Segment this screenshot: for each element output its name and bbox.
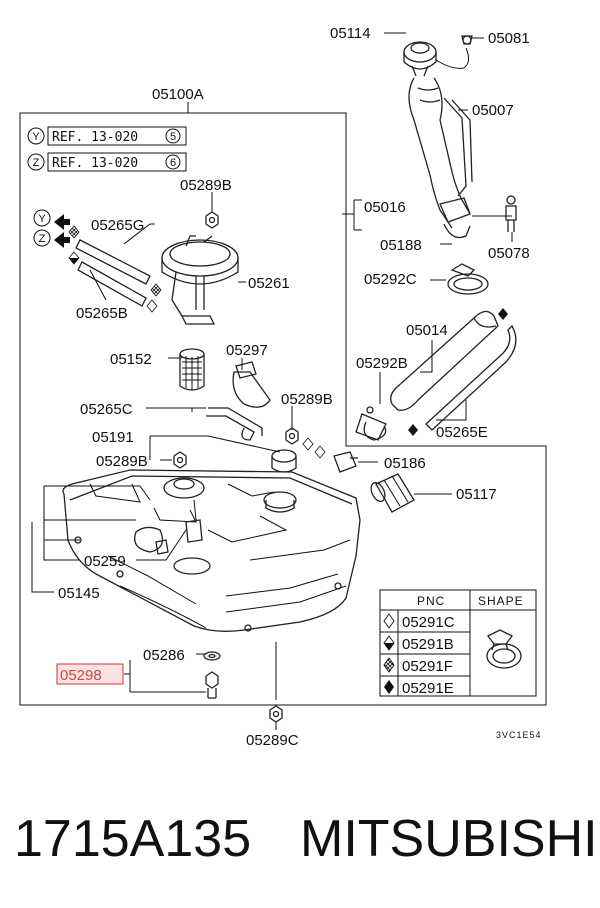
label-05265e: 05265E [436, 424, 488, 441]
filler-hose-05014-part[interactable] [390, 310, 499, 411]
bolt-05289b-mid-part[interactable] [285, 427, 299, 445]
svg-text:REF. 13-020: REF. 13-020 [52, 130, 138, 145]
label-05298: 05298 [60, 667, 102, 684]
label-05117: 05117 [456, 486, 497, 503]
label-05188: 05188 [380, 237, 422, 254]
washer-05286-part[interactable] [203, 651, 221, 661]
legend-pnc-4: 05291E [402, 680, 454, 697]
label-05286: 05286 [143, 647, 185, 664]
label-05186: 05186 [384, 455, 426, 472]
label-05152: 05152 [110, 351, 152, 368]
vapor-hose-05265g-part[interactable] [75, 239, 151, 285]
label-05145: 05145 [58, 585, 100, 602]
bolt-05078-part[interactable] [505, 195, 517, 232]
label-05259: 05259 [84, 553, 126, 570]
label-05292b: 05292B [356, 355, 408, 372]
label-05297: 05297 [226, 342, 268, 359]
diamond-half-icon [302, 437, 314, 451]
ref-z-row: Z REF. 13-020 6 [27, 152, 187, 172]
legend-pnc-1: 05291C [402, 614, 455, 631]
legend-header-shape: SHAPE [478, 594, 524, 608]
diagram-frame [19, 112, 547, 706]
label-05114: 05114 [330, 25, 371, 42]
clamp-05292b-part[interactable] [355, 406, 387, 441]
label-05261: 05261 [248, 275, 290, 292]
legend-table: PNC SHAPE 05291C 05291B 05291F 05291E [379, 589, 537, 697]
hose-arrow-marks: Y Z [33, 209, 80, 265]
label-05100a: 05100A [152, 86, 204, 103]
label-05292c: 05292C [364, 271, 417, 288]
label-05265g: 05265G [91, 217, 144, 234]
svg-text:6: 6 [170, 157, 176, 169]
svg-text:Z: Z [39, 233, 46, 245]
diamond-half-icon [146, 299, 158, 313]
vapor-hose-05265c-part[interactable] [206, 407, 263, 441]
legend-pnc-2: 05291B [402, 636, 454, 653]
label-05078: 05078 [488, 245, 530, 262]
label-05014: 05014 [406, 322, 448, 339]
fuel-tank-part[interactable] [62, 469, 361, 632]
svg-text:REF. 13-020: REF. 13-020 [52, 156, 138, 171]
bolt-05289c-part[interactable] [269, 705, 283, 723]
legend-header-pnc: PNC [417, 594, 445, 608]
label-05016: 05016 [364, 199, 406, 216]
label-05265c: 05265C [80, 401, 133, 418]
part-labels: 05114 05081 05100A 05007 05289B 05016 05… [58, 25, 542, 749]
svg-text:5: 5 [170, 131, 176, 143]
svg-text:Y: Y [38, 213, 46, 225]
bolt-05289b-top-part[interactable] [205, 211, 219, 229]
diamond-solid-icon [498, 308, 508, 320]
label-05081: 05081 [488, 30, 530, 47]
diamond-solid-icon [384, 680, 394, 694]
cap-tether-part [435, 35, 473, 69]
vapor-hose-05265b-part[interactable] [77, 261, 147, 307]
svg-text:Y: Y [32, 131, 40, 143]
highlighted-part-05298[interactable]: 05298 [56, 663, 124, 685]
label-05289b-low: 05289B [96, 453, 148, 470]
cut-valve-part[interactable] [271, 449, 297, 473]
label-05265b: 05265B [76, 305, 128, 322]
part-number-caption: 1715A135 [14, 810, 251, 868]
fuel-filter-05152-part[interactable] [179, 348, 205, 391]
svg-text:Z: Z [33, 157, 40, 169]
diamond-outline-icon [314, 445, 326, 459]
diamond-crosshatch-icon [150, 283, 162, 297]
filler-cap-part[interactable] [403, 41, 437, 77]
diamond-crosshatch-icon [383, 657, 395, 673]
filler-pipe-part[interactable] [408, 77, 473, 239]
diagram-code: 3VC1E54 [496, 730, 542, 740]
fuel-pump-module-part[interactable] [161, 235, 239, 325]
bolt-05298-part[interactable] [205, 671, 219, 699]
label-05289b-top: 05289B [180, 177, 232, 194]
leader-lines [31, 32, 513, 730]
ref-y-row: Y REF. 13-020 5 [27, 126, 187, 146]
clamp-shape-icon [486, 629, 522, 669]
strap-05297-part[interactable] [232, 361, 271, 408]
label-05191: 05191 [92, 429, 134, 446]
clamp-05292c-part[interactable] [447, 263, 489, 295]
label-05007: 05007 [472, 102, 514, 119]
bolt-05289b-low-part[interactable] [173, 451, 187, 469]
diamond-solid-icon [408, 424, 418, 436]
diamond-outline-icon [383, 613, 395, 629]
canister-05117-part[interactable] [368, 473, 415, 513]
valve-05186-part[interactable] [333, 451, 358, 473]
breather-hose-05265e-part[interactable] [425, 324, 517, 431]
label-05289c: 05289C [246, 732, 299, 749]
label-05289b-mid: 05289B [281, 391, 333, 408]
legend-pnc-3: 05291F [402, 658, 453, 675]
brand-caption: MITSUBISHI [300, 810, 598, 868]
